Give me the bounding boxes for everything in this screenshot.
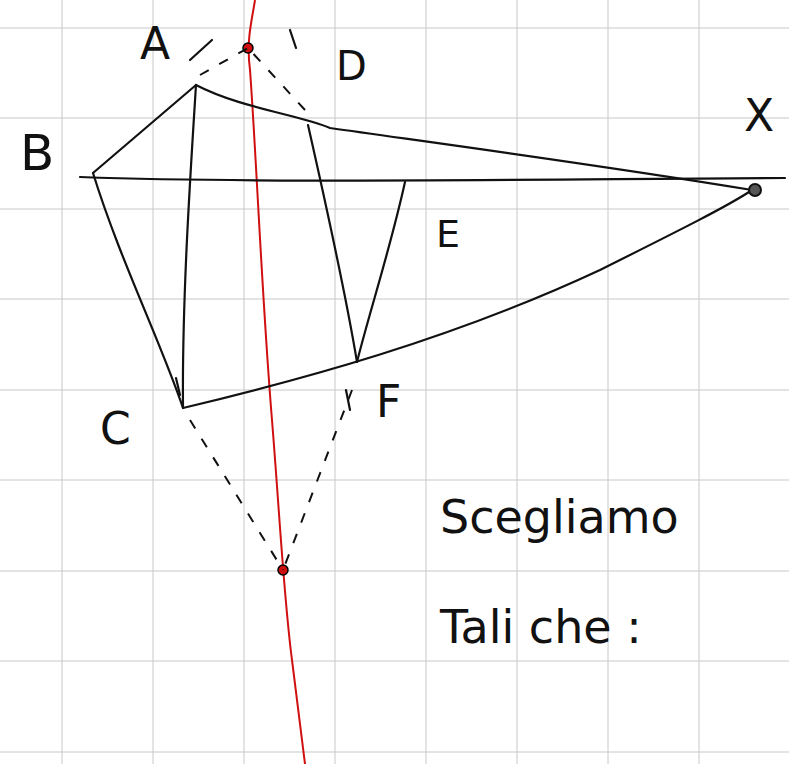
dashed-line — [200, 48, 248, 75]
segment — [93, 173, 183, 408]
dashed-extensions — [190, 48, 352, 570]
label-holder: Scegliamo Tali che : — [440, 462, 740, 683]
grid-lines-horizontal — [0, 28, 789, 752]
segment — [308, 125, 357, 362]
red-line — [249, 0, 305, 764]
extension-tick — [290, 30, 296, 48]
segment — [357, 182, 405, 362]
segment — [93, 85, 196, 173]
point-x — [749, 184, 761, 196]
label-holder: D — [336, 44, 367, 88]
point-label: E — [436, 214, 460, 256]
point-label: C — [100, 405, 131, 453]
point-label: A — [140, 20, 170, 68]
point-label: B — [20, 126, 54, 181]
red-point — [243, 43, 253, 53]
label-holder: F — [376, 378, 401, 426]
label-holder: B — [20, 126, 54, 181]
extension-tick — [190, 40, 212, 60]
point-label: F — [376, 378, 401, 426]
segment — [196, 85, 752, 190]
red-axis — [249, 0, 305, 764]
dashed-line — [248, 48, 305, 110]
handwritten-note: Scegliamo Tali che : — [440, 462, 740, 683]
label-holder: X — [744, 92, 774, 140]
figure-lines — [80, 30, 785, 410]
extension-tick — [346, 390, 350, 410]
segment — [183, 85, 196, 408]
dashed-line — [190, 420, 283, 570]
extension-tick — [176, 378, 180, 395]
label-holder: A — [140, 20, 170, 68]
point-label: D — [336, 44, 367, 88]
segment — [80, 177, 785, 181]
segment — [183, 190, 752, 408]
label-holder: E — [436, 214, 460, 256]
label-holder: C — [100, 405, 131, 453]
point-label: X — [744, 92, 774, 140]
dashed-line — [283, 390, 352, 570]
